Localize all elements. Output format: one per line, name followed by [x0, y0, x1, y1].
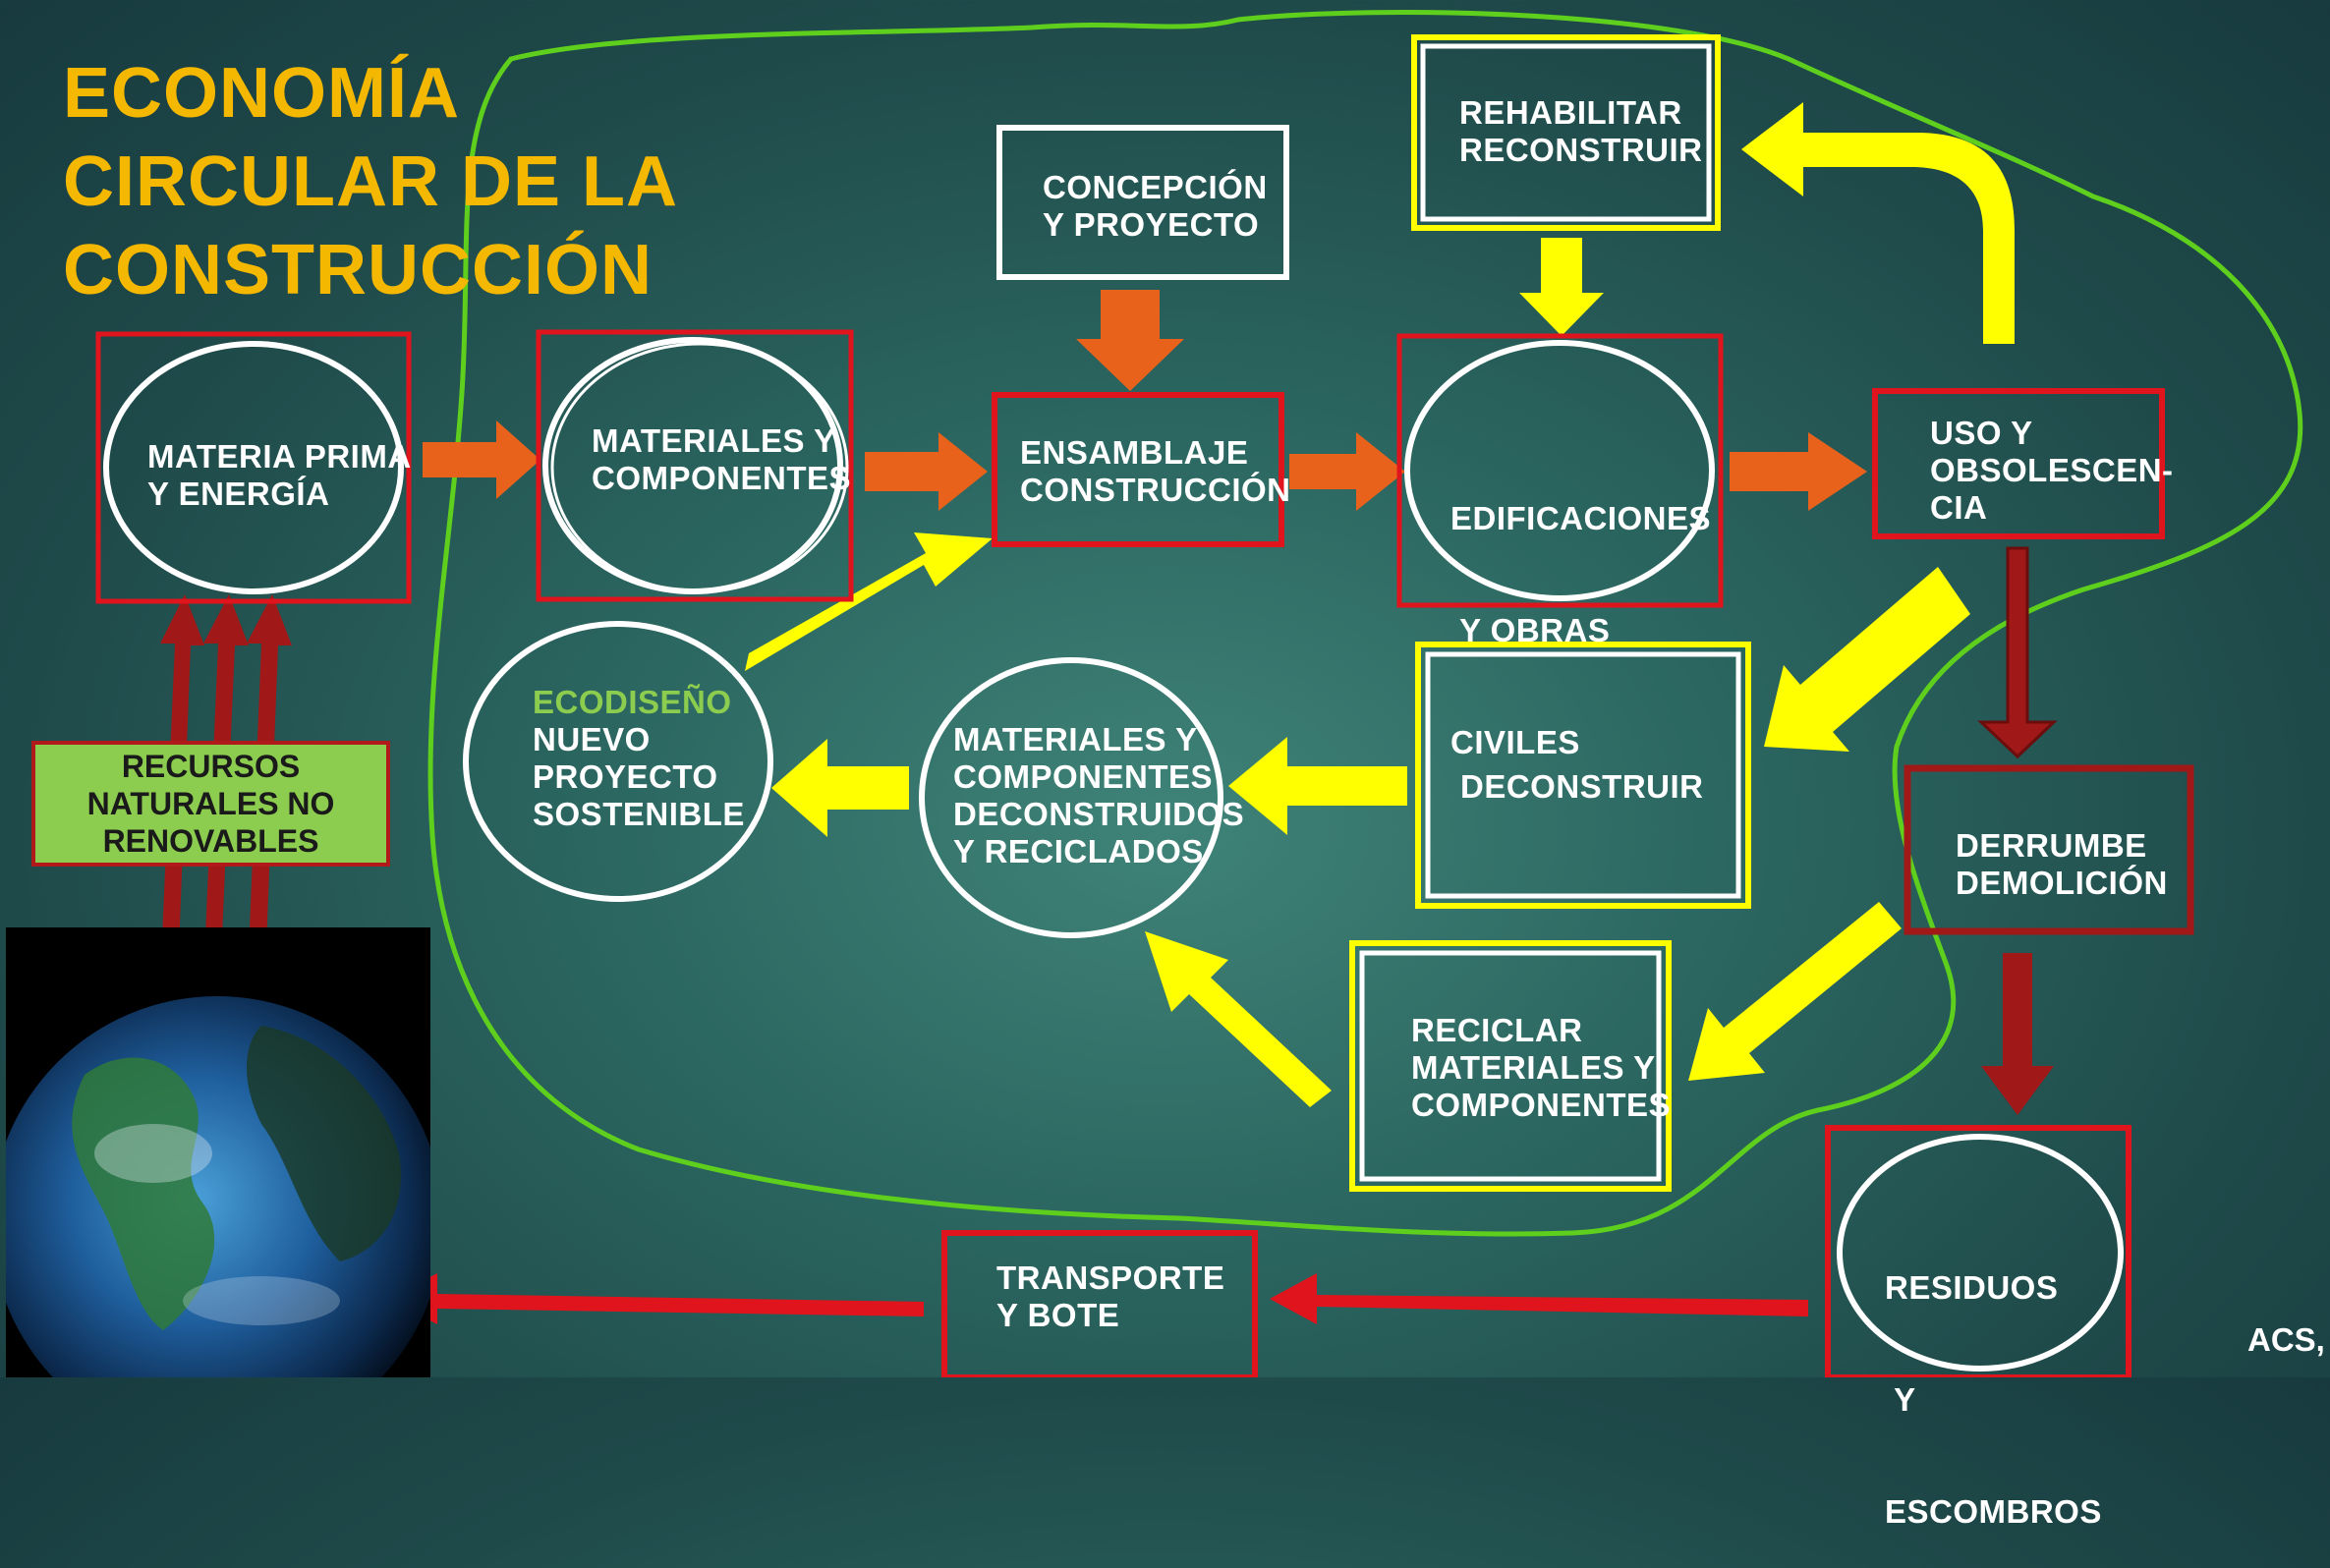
recursos-naturales-box: RECURSOS NATURALES NO RENOVABLES	[31, 741, 390, 867]
concepcion-label: CONCEPCIÓN Y PROYECTO	[1043, 169, 1268, 243]
deconstruidos-circle	[919, 657, 1223, 938]
orange-arrow-4	[1730, 432, 1867, 511]
orange-arrow-down	[1076, 290, 1184, 391]
reciclar-inner	[1359, 950, 1662, 1182]
materiales-box	[536, 329, 854, 602]
rehabilitar-label: REHABILITAR RECONSTRUIR	[1459, 94, 1703, 168]
materia-prima-label: MATERIA PRIMA Y ENERGÍA	[147, 438, 412, 512]
yellow-arrow-to-ensamblaje	[745, 532, 993, 671]
residuos-label: RESIDUOS Y ESCOMBROS	[1885, 1269, 2102, 1530]
red-arrow-to-earth	[388, 1273, 924, 1324]
edificaciones-circle	[1404, 340, 1715, 601]
yellow-arrow-to-deconstruidos	[1228, 737, 1407, 835]
author-credit: ACS,	[2247, 1321, 2325, 1358]
transporte-label: TRANSPORTE Y BOTE	[996, 1260, 1225, 1333]
edificaciones-label: EDIFICACIONES Y OBRAS CIVILES	[1450, 500, 1712, 760]
dark-red-arrow-to-residuos	[1981, 953, 2054, 1115]
derrumbe-box	[1904, 764, 2194, 935]
yellow-curved-arrow	[1741, 102, 2015, 344]
orange-arrow-2	[865, 432, 988, 511]
orange-arrow-3	[1289, 432, 1405, 511]
residuos-circle	[1837, 1134, 2124, 1372]
yellow-arrow-to-deconstruir	[1764, 567, 1970, 752]
deconstruir-inner	[1425, 651, 1741, 899]
ensamblaje-label: ENSAMBLAJE CONSTRUCCIÓN	[1020, 434, 1291, 508]
orange-arrow-1	[423, 420, 540, 499]
title-line-2: CIRCULAR DE LA	[63, 142, 678, 221]
deconstruidos-label: MATERIALES Y COMPONENTES DECONSTRUIDOS Y…	[953, 721, 1245, 869]
circular-economy-diagram	[95, 10, 2303, 1377]
materia-prima-box	[95, 331, 412, 604]
yellow-arrow-to-deconstruidos-diag	[1145, 931, 1332, 1107]
derrumbe-label: DERRUMBE DEMOLICIÓN	[1956, 827, 2168, 901]
materia-prima-circle	[103, 341, 404, 594]
red-arrow-to-transporte	[1270, 1273, 1808, 1324]
dark-red-arrow-to-derrumbe	[1977, 546, 2058, 759]
rehabilitar-box	[1411, 34, 1721, 231]
title-line-1: ECONOMÍA	[63, 54, 460, 133]
yellow-arrow-to-ecodiseno	[771, 739, 909, 837]
deconstruir-box	[1415, 642, 1751, 909]
edificaciones-box	[1396, 333, 1724, 608]
reciclar-label: RECICLAR MATERIALES Y COMPONENTES	[1411, 1012, 1672, 1123]
concepcion-box	[996, 125, 1289, 280]
deconstruir-label: DECONSTRUIR	[1460, 768, 1704, 805]
uso-label: USO Y OBSOLESCEN- CIA	[1930, 415, 2174, 526]
yellow-arrow-to-reciclar	[1688, 902, 1902, 1081]
materiales-label: MATERIALES Y COMPONENTES	[592, 422, 852, 496]
uso-box	[1872, 388, 2165, 539]
materiales-circle-2	[550, 342, 849, 593]
residuos-box	[1825, 1125, 2131, 1377]
circular-loop-outline	[427, 10, 2303, 1237]
ecodiseno-circle	[463, 621, 773, 902]
earth-globe-icon	[6, 927, 430, 1377]
reciclar-box	[1349, 940, 1672, 1192]
ensamblaje-box	[992, 392, 1284, 547]
ecodiseno-label: ECODISEÑO NUEVO PROYECTO SOSTENIBLE	[533, 684, 745, 832]
rehabilitar-inner	[1420, 43, 1712, 222]
yellow-arrow-down-rehab	[1519, 238, 1604, 336]
title-line-3: CONSTRUCCIÓN	[63, 231, 653, 309]
diagram-title: ECONOMÍA CIRCULAR DE LA CONSTRUCCIÓN	[63, 49, 678, 314]
transporte-box	[941, 1230, 1258, 1377]
